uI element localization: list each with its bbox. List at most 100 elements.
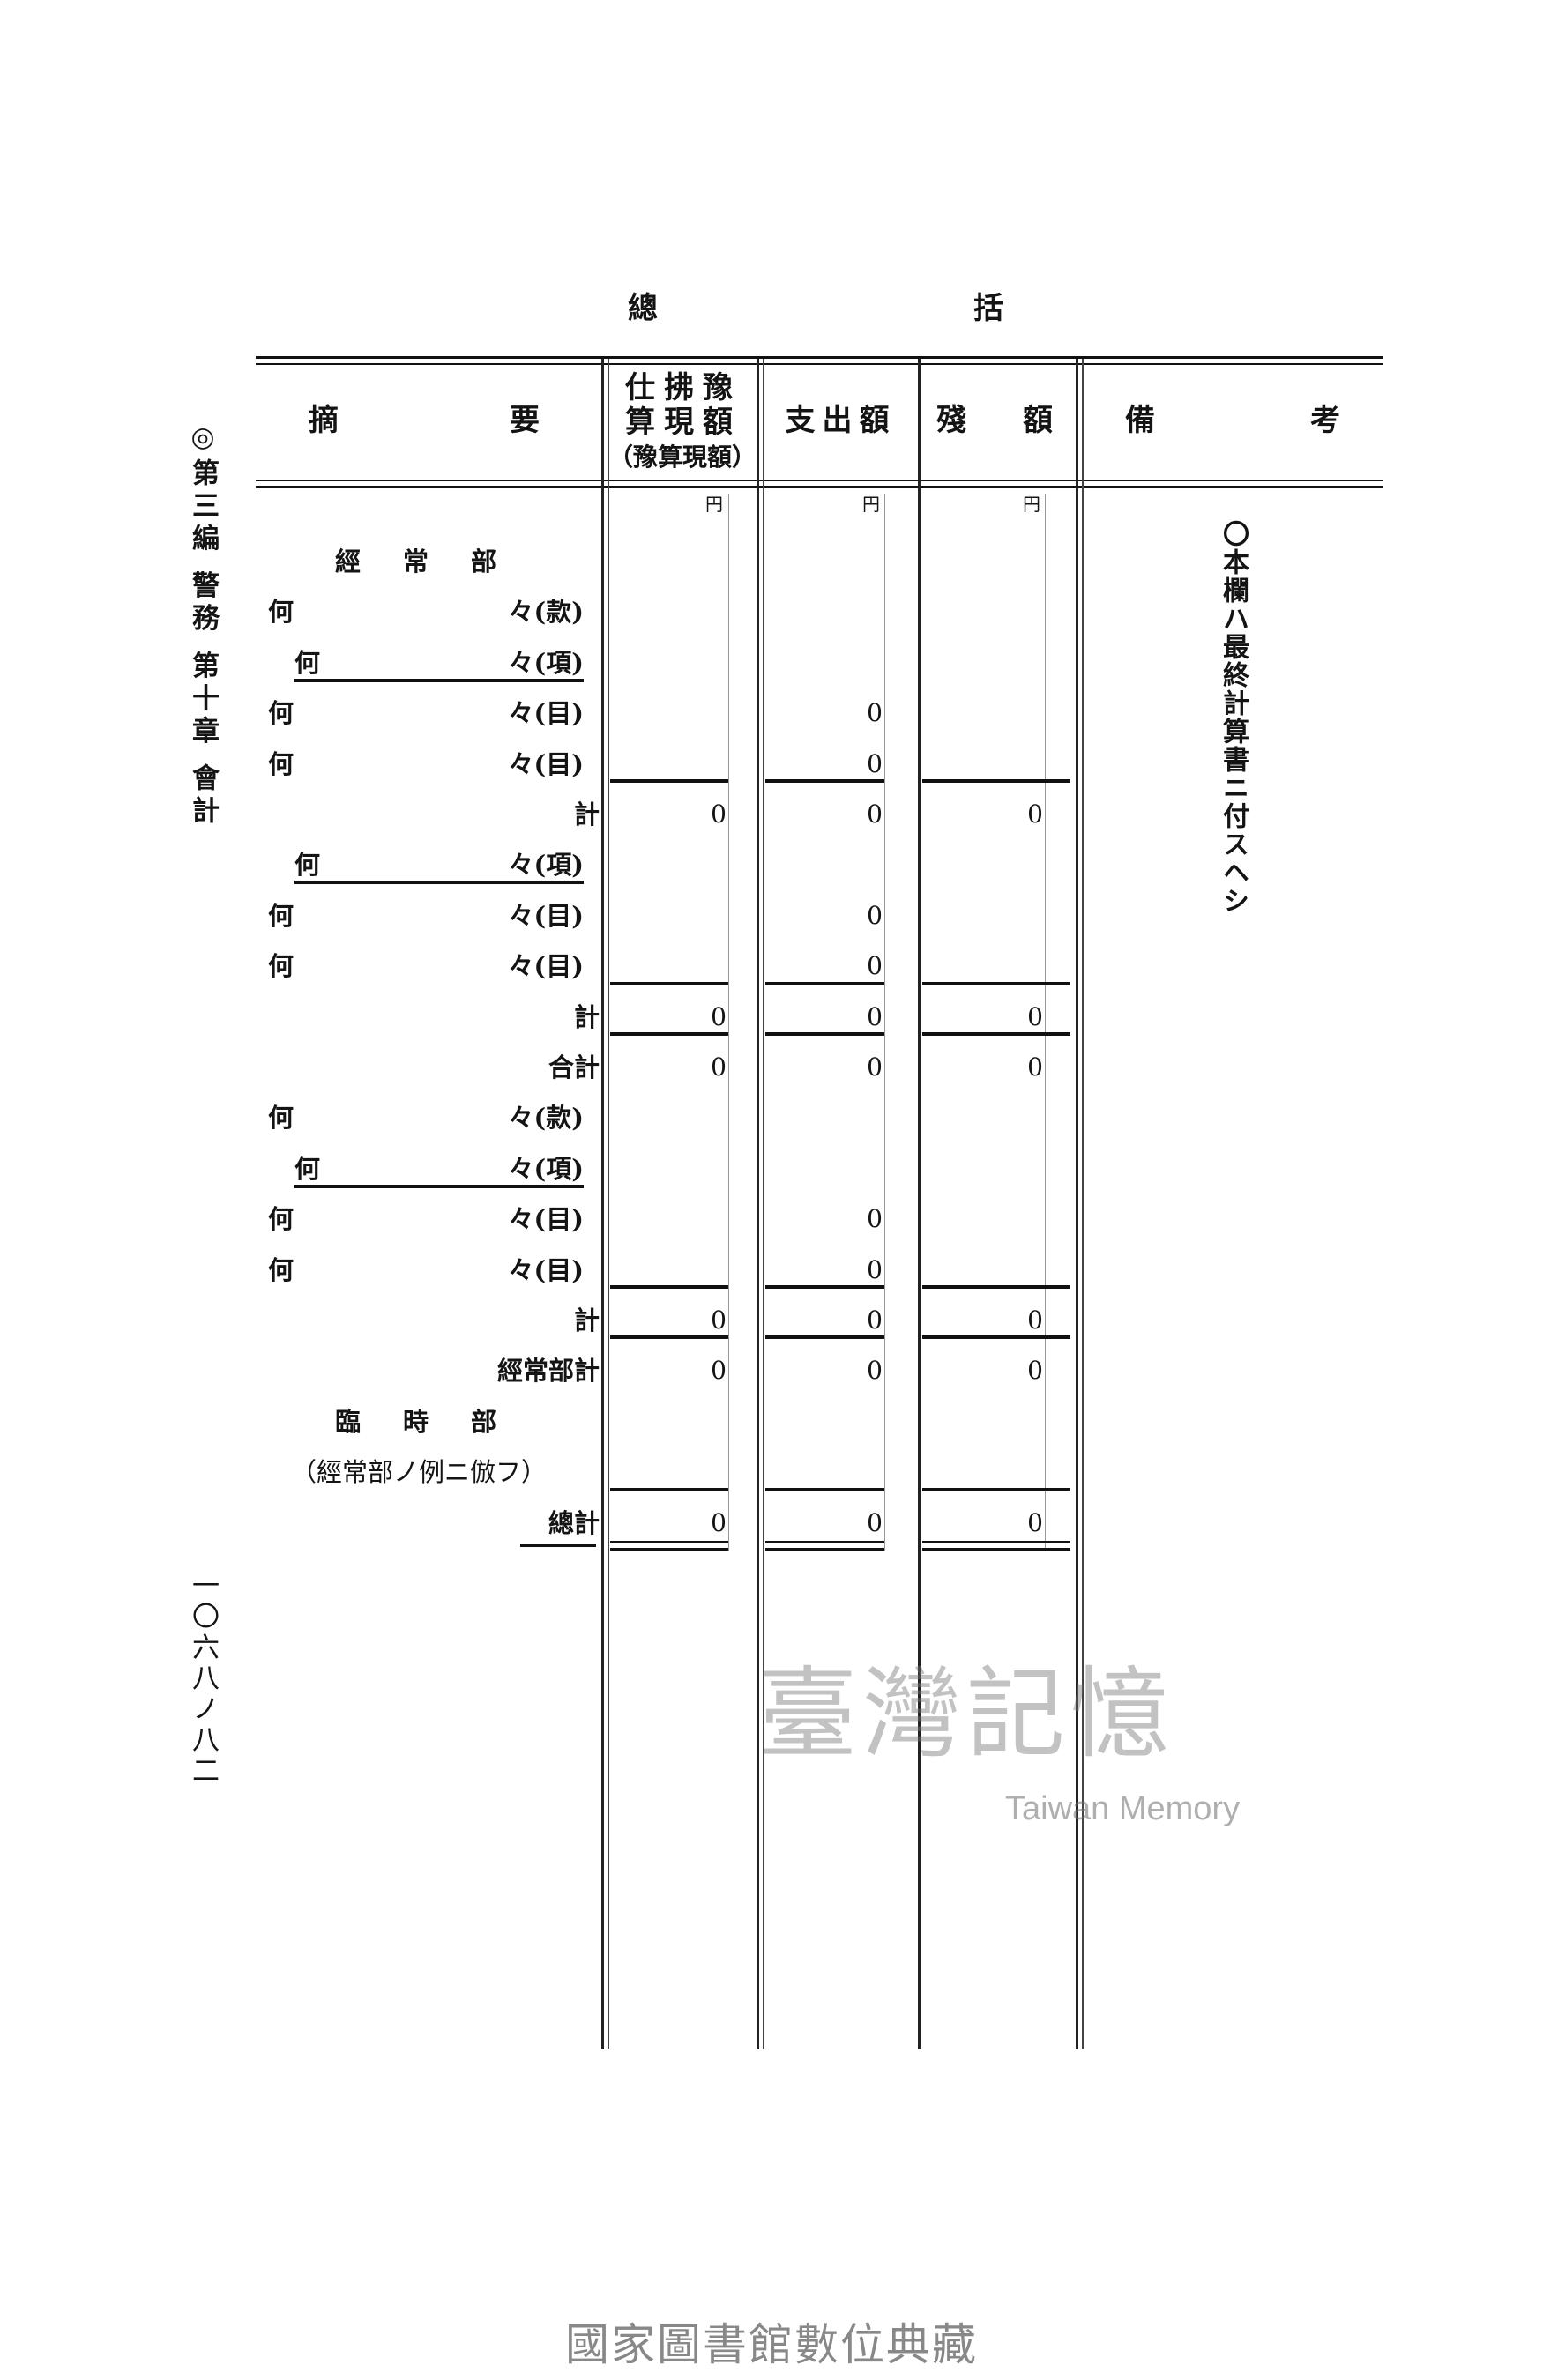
item-level: 々(項) (508, 1153, 584, 1184)
subtotal-rule (610, 1032, 728, 1036)
column-divider (918, 359, 921, 2049)
page-title-char-2: 括 (973, 291, 1003, 326)
subtotal-rule (765, 1335, 884, 1340)
item-name: 何 (294, 647, 321, 678)
amount-cell: 0 (1027, 1356, 1043, 1386)
amount-cell: 0 (711, 1052, 727, 1082)
subtotal-rule (922, 1487, 1070, 1491)
total-label: 總計 (548, 1507, 600, 1538)
grand-total-double-rule (765, 1540, 884, 1543)
item-name: 何 (268, 900, 294, 931)
unit-yen: 円 (1023, 494, 1040, 515)
item-level: 々(款) (508, 597, 584, 628)
column-divider (1082, 359, 1084, 2049)
item-underline (294, 678, 584, 682)
amount-cell: 0 (867, 1204, 883, 1234)
remarks-note: 〇本欄ハ最終計算書ニ付スヘシ (1218, 520, 1249, 915)
header-balance-2: 額 (1023, 403, 1053, 438)
amount-cell: 0 (867, 1254, 883, 1284)
digit-guide-line (728, 494, 729, 1551)
amount-cell: 0 (867, 951, 883, 981)
amount-cell: 0 (867, 800, 883, 829)
page-number: 一〇六八ノ八二 (187, 1571, 219, 1787)
amount-cell: 0 (711, 800, 727, 829)
item-name: 何 (268, 597, 294, 628)
table-row-item: 何々(目)0 (256, 695, 1384, 731)
grand-total-double-rule (610, 1547, 728, 1551)
subtotal-rule (765, 1487, 884, 1491)
amount-cell: 0 (867, 1001, 883, 1031)
subtotal-rule (922, 981, 1070, 985)
header-summary-1: 摘 (309, 403, 339, 438)
column-divider (757, 359, 759, 2049)
subtotal-rule (610, 981, 728, 985)
table-row-item: 何々(目)0 (256, 948, 1384, 984)
subtotal-rule (610, 1335, 728, 1340)
grand-total-double-rule (922, 1540, 1070, 1543)
item-level: 々(目) (508, 1254, 584, 1285)
item-name: 何 (268, 951, 294, 982)
item-level: 々(項) (508, 647, 584, 678)
header-budget-line2: 算現額 (625, 405, 742, 440)
unit-yen: 円 (705, 494, 723, 515)
subtotal-rule (610, 1487, 728, 1491)
header-budget-line1: 仕拂豫 (625, 370, 742, 405)
item-level: 々(款) (508, 1103, 584, 1134)
total-label: 計 (573, 1305, 600, 1335)
section-heading: 經常部 (335, 547, 540, 576)
header-remarks-1: 備 (1125, 403, 1155, 438)
amount-cell: 0 (867, 1052, 883, 1082)
subtotal-rule (610, 779, 728, 783)
item-underline (294, 881, 584, 885)
grand-total-double-rule (765, 1547, 884, 1551)
table-row-item: 何 々(項) (256, 1151, 1384, 1188)
amount-cell: 0 (1027, 1305, 1043, 1335)
amount-cell: 0 (1027, 1052, 1043, 1082)
total-label: 計 (573, 1001, 600, 1032)
item-name: 何 (268, 748, 294, 779)
header-bottom-rule-2 (256, 486, 1383, 488)
item-name: 何 (268, 1103, 294, 1134)
item-level: 々(目) (508, 748, 584, 779)
table-row-item: 何々(項) (256, 847, 1384, 885)
table-row-item: 何 々(款) (256, 594, 1384, 629)
table-row-item: 何 々(款) (256, 1100, 1384, 1135)
footer-credit: 國家圖書館數位典藏 (565, 2319, 978, 2370)
subtotal-rule (765, 779, 884, 783)
running-header: ◎第三編 警務 第十章 會計 (187, 421, 219, 829)
amount-cell: 0 (867, 1507, 883, 1537)
table-row-item: 何々(目)0 (256, 898, 1384, 933)
amount-cell: 0 (1027, 800, 1043, 829)
unit-yen: 円 (862, 494, 880, 515)
table-row-note: （經常部ノ例ニ倣フ） (256, 1454, 1384, 1490)
subtotal-rule (922, 1032, 1070, 1036)
column-divider (608, 359, 609, 2049)
subtotal-rule (922, 1335, 1070, 1340)
column-divider (601, 359, 604, 2049)
table-row-item: 何々(目)0 (256, 1253, 1384, 1288)
item-level: 々(目) (508, 900, 584, 931)
item-level: 々(目) (508, 1204, 584, 1235)
table-top-rule (256, 356, 1383, 359)
amount-cell: 0 (1027, 1001, 1043, 1031)
table-row-section: 經常部 (256, 544, 1384, 579)
column-divider (763, 359, 764, 2049)
header-remarks-2: 考 (1310, 403, 1340, 438)
amount-cell: 0 (867, 698, 883, 728)
digit-guide-line (1045, 494, 1046, 1551)
amount-cell: 0 (711, 1507, 727, 1537)
section-heading: 臨時部 (335, 1406, 540, 1437)
header-balance-1: 殘 (936, 403, 966, 438)
item-underline (294, 1184, 584, 1188)
digit-guide-line (884, 494, 885, 1551)
item-name: 何 (294, 1153, 321, 1184)
header-bottom-rule (256, 480, 1383, 481)
subtotal-rule (922, 1285, 1070, 1289)
subtotal-rule (765, 1285, 884, 1289)
item-name: 何 (294, 850, 321, 881)
